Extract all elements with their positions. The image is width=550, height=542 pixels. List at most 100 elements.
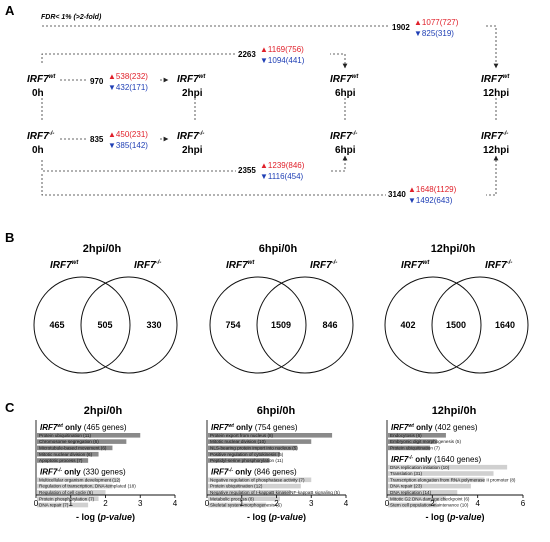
svg-text:▼385(142): ▼385(142)	[108, 141, 148, 150]
venn-wt-label: IRF7wt	[50, 260, 79, 271]
x-tick-label: 4	[344, 499, 349, 508]
panel-a-arrows	[41, 25, 499, 196]
svg-text:IRF7wt: IRF7wt	[27, 74, 56, 85]
bar-label: Transcription elongation from RNA polyme…	[390, 477, 516, 482]
bar	[388, 477, 485, 483]
x-tick-label: 2	[274, 499, 279, 508]
svg-text:2hpi: 2hpi	[182, 88, 203, 99]
venn-ko-label: IRF7-/-	[134, 260, 161, 271]
chart-title: 6hpi/0h	[257, 405, 296, 417]
bar-label: NLS-bearing protein import into nucleus …	[210, 446, 298, 451]
bar	[208, 490, 291, 495]
svg-text:▼1116(454): ▼1116(454)	[260, 172, 304, 181]
x-tick-label: 1	[240, 499, 245, 508]
bar	[208, 433, 333, 438]
svg-text:3140: 3140	[388, 190, 406, 199]
bar	[37, 483, 113, 489]
svg-text:2355: 2355	[238, 166, 256, 175]
node-ko-0h: IRF7-/- 0h	[27, 131, 54, 156]
x-tick-label: 6	[521, 499, 526, 508]
bar-label: Protein ubiquitination (11)	[39, 433, 91, 438]
bar	[388, 502, 437, 508]
venn-circle-wt	[209, 276, 307, 374]
node-wt-0h: IRF7wt 0h	[27, 74, 56, 99]
bar-label: Protein phosphorylation (7)	[39, 496, 95, 501]
bar	[37, 490, 106, 495]
panel-a-label: A	[5, 3, 15, 18]
svg-text:2hpi: 2hpi	[182, 145, 203, 156]
bar	[388, 445, 431, 451]
x-tick-label: 3	[138, 499, 143, 508]
bar	[37, 445, 113, 451]
svg-text:IRF7-/-: IRF7-/-	[481, 131, 508, 142]
bar-label: Mitotic G2 DNA damage checkpoint (6)	[390, 496, 470, 501]
x-tick-label: 2	[430, 499, 435, 508]
bar	[208, 445, 298, 451]
svg-text:▲1077(727): ▲1077(727)	[414, 18, 459, 27]
bar	[388, 464, 508, 470]
node-wt-12hpi: IRF7wt 12hpi	[481, 74, 510, 99]
venn-circle-wt	[33, 276, 131, 374]
bar	[37, 451, 99, 457]
svg-text:0h: 0h	[32, 88, 44, 99]
cmp-ko-0-12: 3140 ▲1648(1129) ▼1492(643)	[386, 182, 486, 208]
bar-label: Protein export from nucleus (8)	[210, 433, 274, 438]
bar	[388, 490, 458, 495]
bar-label: Stem cell population maintenance (10)	[390, 503, 469, 508]
svg-text:6hpi: 6hpi	[335, 145, 356, 156]
x-tick-label: 0	[34, 499, 39, 508]
x-axis-label: - log (p-value)	[247, 512, 306, 522]
bar	[388, 433, 446, 438]
svg-text:▲450(231): ▲450(231)	[108, 130, 148, 139]
cmp-ko-0-6: 2355 ▲1239(846) ▼1116(454)	[236, 158, 330, 184]
svg-text:IRF7wt: IRF7wt	[177, 74, 206, 85]
svg-text:▼825(319): ▼825(319)	[414, 29, 454, 38]
svg-text:IRF7wt: IRF7wt	[481, 74, 510, 85]
venn-title: 2hpi/0h	[83, 243, 122, 255]
svg-text:▼1492(643): ▼1492(643)	[408, 196, 453, 205]
venn-wt-label: IRF7wt	[226, 260, 255, 271]
venn-circle-ko	[80, 276, 178, 374]
bar	[208, 451, 280, 457]
x-tick-label: 0	[205, 499, 210, 508]
panel-b-label: B	[5, 230, 14, 245]
svg-text:IRF7wt: IRF7wt	[330, 74, 359, 85]
svg-text:IRF7-/-: IRF7-/-	[177, 131, 204, 142]
venn-ko-label: IRF7-/-	[310, 260, 337, 271]
svg-text:12hpi: 12hpi	[483, 88, 509, 99]
venn-overlap-count: 1500	[446, 320, 466, 330]
x-tick-label: 4	[173, 499, 178, 508]
cmp-ko-0-2: 835 ▲450(231) ▼385(142)	[88, 127, 160, 153]
node-wt-2hpi: IRF7wt 2hpi	[177, 74, 206, 99]
bar	[388, 439, 437, 444]
bar	[208, 458, 270, 463]
x-tick-label: 4	[475, 499, 480, 508]
venn-wt-label: IRF7wt	[401, 260, 430, 271]
bar-label: Peptidyl-serine phosphorylation (11)	[210, 458, 284, 463]
svg-text:▼432(171): ▼432(171)	[108, 83, 148, 92]
bar-label: DNA repair (23)	[390, 484, 422, 489]
bar-label: Embryonic digit morphogenesis (5)	[390, 439, 461, 444]
bar-label: Mitotic nuclear division (10)	[210, 439, 266, 444]
svg-text:▼1094(441): ▼1094(441)	[260, 56, 305, 65]
bar	[388, 483, 471, 489]
bar	[388, 471, 494, 476]
svg-text:2263: 2263	[238, 50, 256, 59]
group-heading: IRF7wt only (465 genes)	[40, 423, 127, 432]
node-wt-6hpi: IRF7wt 6hpi	[330, 74, 359, 99]
bar-label: Multicellular organism development (12)	[39, 477, 121, 482]
svg-text:6hpi: 6hpi	[335, 88, 356, 99]
bar-label: Mitotic nuclear division (6)	[39, 452, 93, 457]
bar	[37, 433, 141, 438]
bar	[208, 496, 280, 501]
bar	[208, 502, 267, 508]
svg-text:▲1239(846): ▲1239(846)	[260, 161, 305, 170]
bar	[37, 502, 89, 508]
bar-label: Endocytosis (6)	[390, 433, 422, 438]
